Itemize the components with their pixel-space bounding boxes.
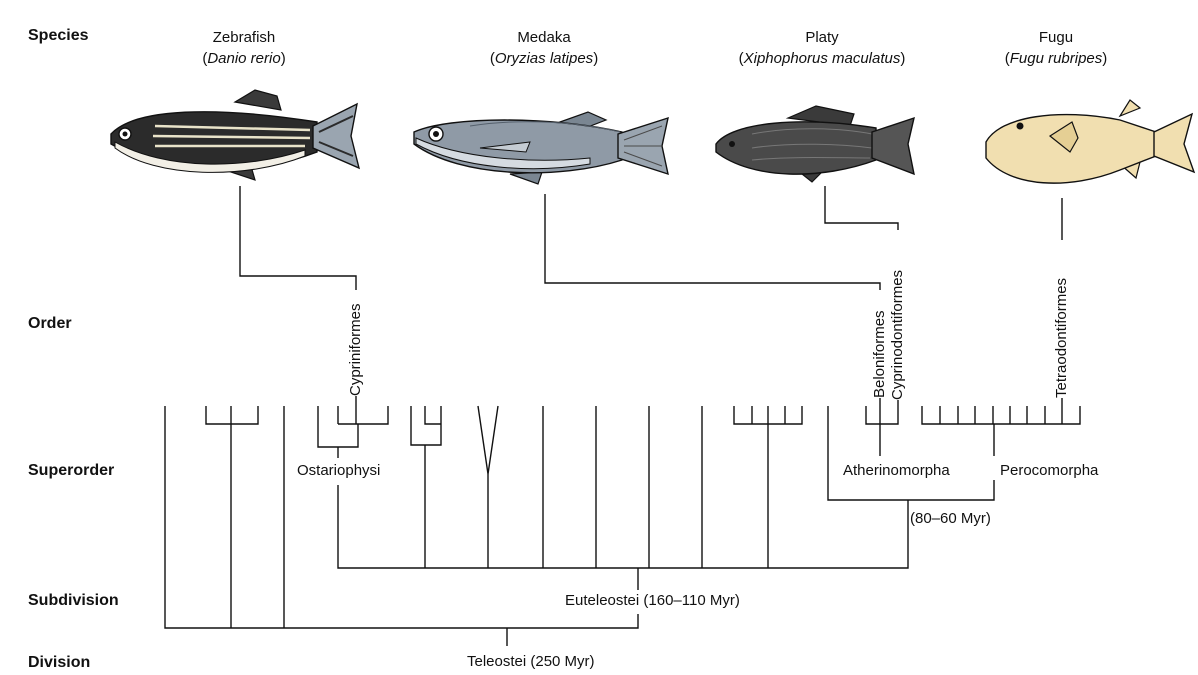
order-label-cyprinodontiformes: Cyprinodontiformes	[889, 270, 906, 400]
division-label: Teleostei (250 Myr)	[467, 653, 595, 670]
order-label-cypriniformes: Cypriniformes	[347, 303, 364, 396]
superorder-label-ostariophysi: Ostariophysi	[297, 462, 380, 479]
superorder-label-atherinomorpha: Atherinomorpha	[843, 462, 950, 479]
order-label-tetraodontiformes: Tetraodontiformes	[1053, 278, 1070, 398]
superorder-label-perocomorpha: Perocomorpha	[1000, 462, 1098, 479]
subdivision-label: Euteleostei (160–110 Myr)	[565, 592, 740, 609]
superorder-age-label: (80–60 Myr)	[910, 510, 991, 527]
order-label-beloniformes: Beloniformes	[871, 310, 888, 398]
